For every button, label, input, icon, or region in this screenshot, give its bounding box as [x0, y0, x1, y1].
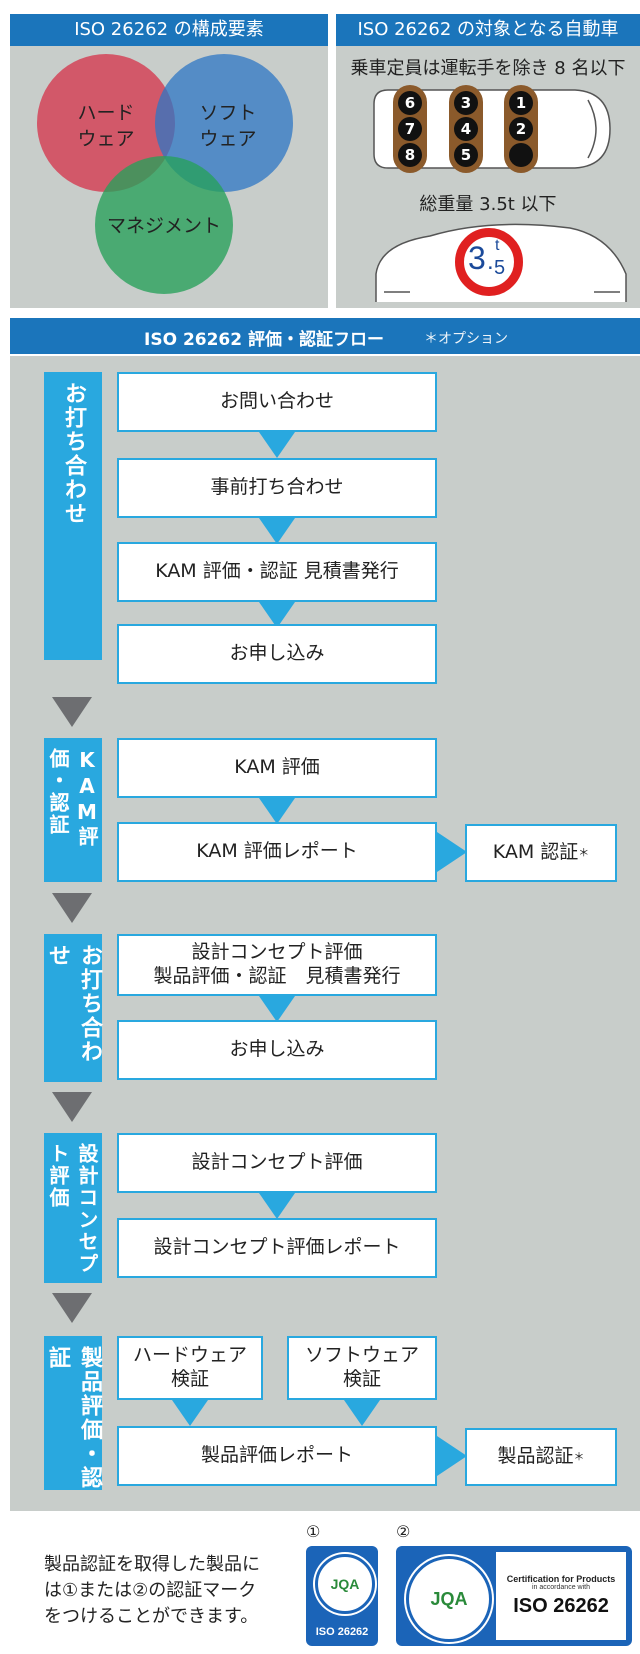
step-pre-meeting: 事前打ち合わせ	[117, 458, 437, 518]
capacity-text: 乗車定員は運転手を除き 8 名以下	[350, 58, 626, 79]
mark-2-line2: in accordance with	[532, 1584, 590, 1591]
car-top-view-icon	[373, 89, 611, 169]
weight-text: 総重量 3.5t 以下	[419, 194, 557, 215]
seat-5: 5	[454, 143, 478, 167]
certification-mark-2: JQA Certification for Products in accord…	[396, 1546, 632, 1646]
option-star: ＊	[573, 1450, 585, 1464]
phase-arrow-down	[52, 1293, 92, 1323]
jqa-seal-large-text: JQA	[430, 1588, 468, 1609]
management-label: マネジメント	[106, 215, 221, 237]
product-certification: 製品認証＊	[465, 1428, 617, 1486]
arrow-down	[259, 996, 295, 1022]
arrow-down	[259, 432, 295, 458]
components-header: ISO 26262 の構成要素	[10, 14, 328, 46]
driver-seat	[509, 143, 533, 167]
step-inquiry: お問い合わせ	[117, 372, 437, 432]
arrow-down	[172, 1400, 208, 1426]
phase-arrow-down	[52, 1092, 92, 1122]
step-application-2: お申し込み	[117, 1020, 437, 1080]
seat-7: 7	[398, 117, 422, 141]
step-kam-evaluation: KAM 評価	[117, 738, 437, 798]
mark-1-label: ISO 26262	[315, 1626, 369, 1638]
step-application-1: お申し込み	[117, 624, 437, 684]
arrow-down	[259, 798, 295, 824]
seat-1: 1	[509, 91, 533, 115]
seat-row-front: 1 2	[504, 85, 538, 173]
option-star: ＊	[578, 846, 590, 860]
step-hardware-verification: ハードウェア 検証	[117, 1336, 263, 1400]
weight-sign-main: 3	[468, 240, 486, 276]
seat-8: 8	[398, 143, 422, 167]
software-label: ソフト ウェア	[199, 102, 257, 150]
step-design-product-quote: 設計コンセプト評価 製品評価・認証 見積書発行	[117, 934, 437, 996]
arrow-right	[437, 1436, 467, 1476]
jqa-seal-icon: JQA	[315, 1554, 375, 1614]
seat-2: 2	[509, 117, 533, 141]
arrow-down	[259, 1193, 295, 1219]
mark-2-line1: Certification for Products	[506, 1574, 616, 1584]
seat-6: 6	[398, 91, 422, 115]
step-design-concept-report: 設計コンセプト評価レポート	[117, 1218, 437, 1278]
phase-consultation-1: お打ち合わせ	[44, 372, 102, 660]
kam-certification-label: KAM 認証	[492, 841, 579, 864]
weight-sign-dot: .	[487, 248, 494, 275]
jqa-seal-text: JQA	[330, 1576, 360, 1592]
flow-header: ISO 26262 評価・認証フロー ＊オプション	[10, 318, 640, 354]
mark-2-line3: ISO 26262	[513, 1595, 609, 1617]
step-product-report: 製品評価レポート	[117, 1426, 437, 1486]
weight-sign-unit: t	[495, 237, 500, 254]
seat-row-middle: 3 4 5	[449, 85, 483, 173]
option-note: ＊オプション	[424, 331, 508, 347]
weight-limit-sign	[455, 228, 523, 296]
phase-arrow-down	[52, 697, 92, 727]
arrow-down	[259, 518, 295, 544]
flow-title: ISO 26262 評価・認証フロー	[144, 330, 385, 350]
phase-arrow-down	[52, 893, 92, 923]
weight-sign-decimal: 5	[494, 257, 506, 279]
step-design-concept-evaluation: 設計コンセプト評価	[117, 1133, 437, 1193]
mark-2-number: ②	[396, 1522, 411, 1541]
step-kam-report: KAM 評価レポート	[117, 822, 437, 882]
arrow-down	[344, 1400, 380, 1426]
arrow-right	[437, 832, 467, 872]
phase-design-concept: 設計コンセプト評価	[44, 1133, 102, 1283]
step-software-verification: ソフトウェア 検証	[287, 1336, 437, 1400]
seat-4: 4	[454, 117, 478, 141]
phase-kam: KAM評価・認証	[44, 738, 102, 882]
mark-1-number: ①	[306, 1522, 321, 1541]
hardware-label: ハード ウェア	[77, 102, 135, 150]
seat-row-rear: 6 7 8	[393, 85, 427, 173]
seat-3: 3	[454, 91, 478, 115]
product-certification-label: 製品認証	[497, 1445, 574, 1468]
certification-mark-note: 製品認証を取得した製品に は①または②の認証マーク をつけることができます。	[44, 1554, 260, 1627]
step-kam-quote: KAM 評価・認証 見積書発行	[117, 542, 437, 602]
arrow-down	[259, 602, 295, 628]
jqa-seal-large-icon: JQA	[406, 1556, 492, 1642]
phase-product: 製品評価・認証	[44, 1336, 102, 1490]
vehicle-header: ISO 26262 の対象となる自動車	[336, 14, 640, 46]
mark-2-text-panel: Certification for Products in accordance…	[496, 1552, 626, 1640]
kam-certification: KAM 認証＊	[465, 824, 617, 882]
certification-mark-1: JQA ISO 26262	[306, 1546, 378, 1646]
management-circle	[95, 156, 233, 294]
phase-consultation-2: お打ち合わせ	[44, 934, 102, 1082]
